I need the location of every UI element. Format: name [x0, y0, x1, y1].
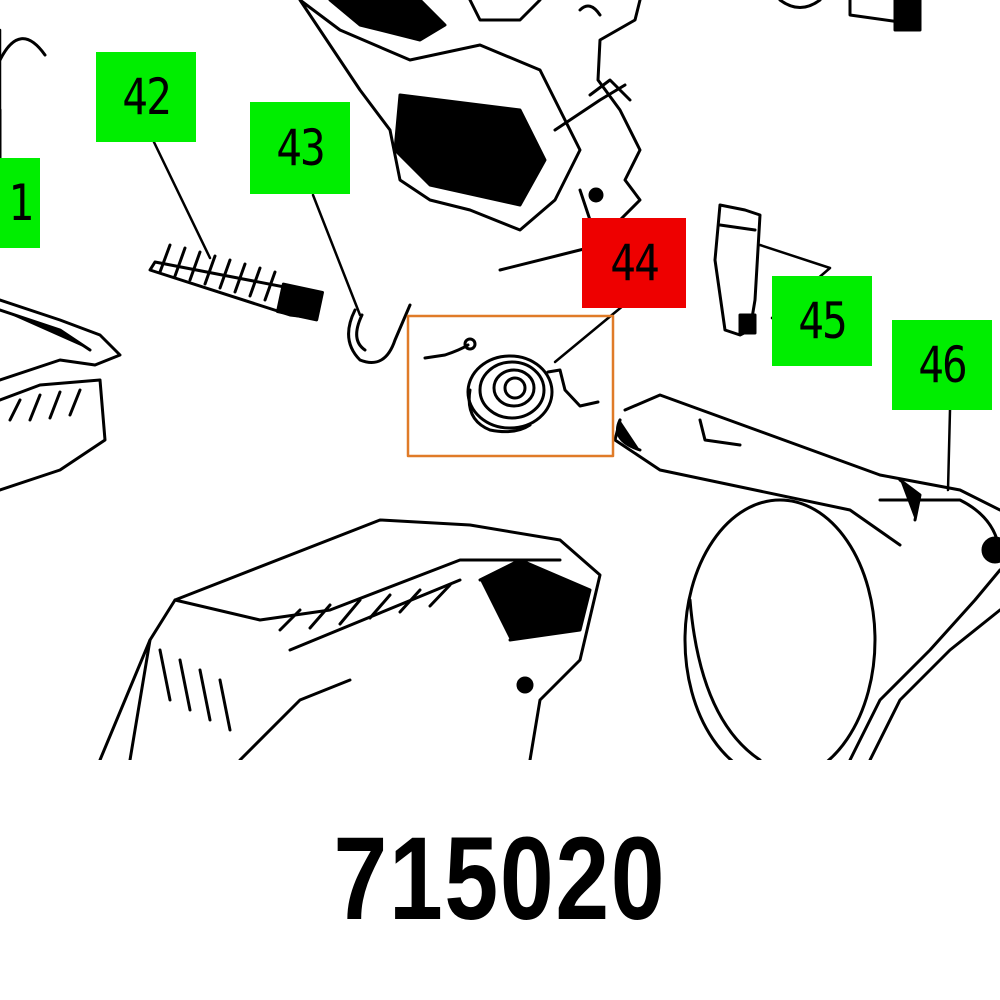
callout-43[interactable]: 43 [250, 102, 350, 194]
leader-line-46 [946, 408, 952, 492]
housing-cover-part [298, 0, 652, 272]
callout-41[interactable]: 1 [0, 158, 40, 248]
selected-part-highlight-box [406, 314, 615, 458]
small-screw-part [848, 0, 922, 32]
callout-41-label: 1 [8, 174, 34, 232]
exploded-parts-diagram [0, 0, 1000, 760]
callout-45-label: 45 [798, 292, 847, 350]
callout-42-label: 42 [122, 68, 171, 126]
callout-44-label: 44 [610, 234, 659, 292]
callout-46-label: 46 [918, 336, 967, 394]
leader-line-44 [553, 298, 632, 364]
leader-line-43 [311, 193, 362, 317]
leader-line-42 [150, 136, 212, 260]
part-43-clip [347, 303, 412, 364]
callout-45[interactable]: 45 [772, 276, 872, 366]
part-45-lever [713, 203, 762, 337]
callout-42[interactable]: 42 [96, 52, 196, 142]
part-41-retaining-ring [0, 37, 47, 172]
bracket-part [578, 0, 822, 232]
part-46-motor-assembly [613, 393, 1000, 760]
left-housing-part [0, 298, 122, 492]
callout-44[interactable]: 44 [582, 218, 686, 308]
callout-43-label: 43 [276, 119, 325, 177]
part-number-text: 715020 [333, 813, 667, 945]
main-housing-body [98, 518, 602, 760]
callout-46[interactable]: 46 [892, 320, 992, 410]
part-42-bolt [148, 243, 324, 322]
part-44-torsion-spring [423, 337, 600, 434]
part-number-caption: 715020 [0, 820, 1000, 938]
